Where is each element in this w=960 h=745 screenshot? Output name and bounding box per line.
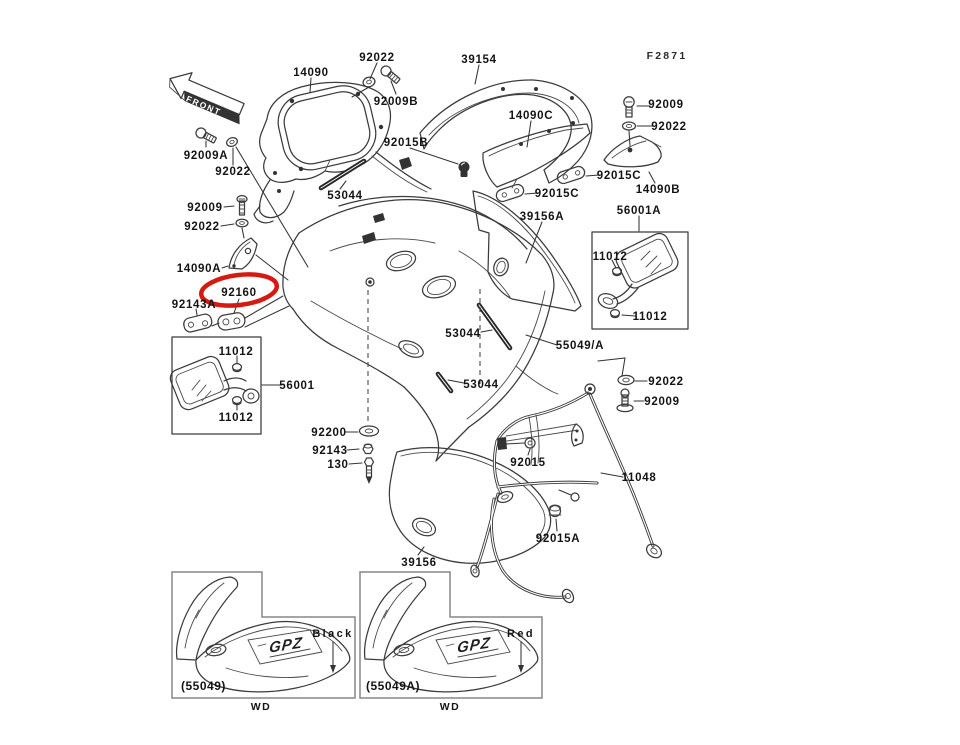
inner-cover-drawing bbox=[482, 121, 591, 189]
variant-box-black bbox=[171, 571, 356, 699]
highlight-ellipse bbox=[198, 272, 280, 308]
main-cowling-drawing bbox=[282, 151, 559, 462]
part-label-92022: 92022 bbox=[184, 221, 220, 233]
part-label-11012: 11012 bbox=[218, 346, 254, 358]
side-panel-a-drawing bbox=[472, 190, 582, 312]
grommet-11012-right-bottom bbox=[609, 308, 621, 319]
color-arrows bbox=[330, 641, 524, 673]
part-label-92009: 92009 bbox=[648, 99, 684, 111]
part-label-14090a: 14090A bbox=[176, 263, 222, 275]
part-label-92015: 92015 bbox=[510, 457, 546, 469]
part-label-92143a: 92143A bbox=[171, 299, 217, 311]
part-label-92022: 92022 bbox=[215, 166, 251, 178]
leader-lines bbox=[195, 62, 656, 556]
part-label-92022: 92022 bbox=[359, 52, 395, 64]
part-label-14090: 14090 bbox=[293, 67, 329, 79]
figure-code: F2871 bbox=[646, 50, 688, 62]
windshield-drawing bbox=[419, 79, 593, 184]
grommet-11012-left-top bbox=[231, 362, 243, 373]
part-label-14090b: 14090B bbox=[635, 184, 681, 196]
grommet-11012-left-bottom bbox=[231, 395, 243, 406]
part-label-92015a: 92015A bbox=[535, 533, 581, 545]
variant-part-number-black: (55049) bbox=[181, 679, 226, 693]
part-label-11012: 11012 bbox=[592, 251, 628, 263]
damper-92160-drawing bbox=[217, 312, 246, 331]
fasteners-drawing bbox=[195, 65, 637, 484]
part-label-92015b: 92015B bbox=[383, 137, 429, 149]
part-label-92022: 92022 bbox=[651, 121, 687, 133]
front-arrow: FRONT bbox=[169, 72, 245, 125]
part-label-56001: 56001 bbox=[279, 380, 315, 392]
part-label-53044: 53044 bbox=[463, 379, 499, 391]
part-label-53044: 53044 bbox=[445, 328, 481, 340]
part-label-11048: 11048 bbox=[621, 472, 657, 484]
part-label-55049a: 55049/A bbox=[555, 340, 605, 352]
part-label-39154: 39154 bbox=[461, 54, 497, 66]
mirror-right-drawing bbox=[591, 231, 689, 330]
variant-color-black: Black bbox=[312, 628, 354, 640]
part-label-130: 130 bbox=[327, 459, 349, 471]
part-label-39156: 39156 bbox=[401, 557, 437, 569]
part-label-92200: 92200 bbox=[311, 427, 347, 439]
variant-footer-black: WD bbox=[250, 701, 272, 713]
part-label-92015c: 92015C bbox=[534, 188, 580, 200]
dashed-lines bbox=[367, 289, 481, 424]
part-label-92009: 92009 bbox=[187, 202, 223, 214]
part-label-92022: 92022 bbox=[648, 376, 684, 388]
stay-bracket-drawing bbox=[470, 383, 663, 604]
variant-color-red: Red bbox=[507, 628, 535, 640]
grommet-11012-right-top bbox=[611, 266, 623, 277]
part-label-39156a: 39156A bbox=[519, 211, 565, 223]
bracket-92143A-drawing bbox=[183, 313, 213, 333]
headlamp-cowling-drawing bbox=[253, 81, 392, 224]
part-label-56001a: 56001A bbox=[616, 205, 662, 217]
meter-cover-drawing bbox=[603, 135, 662, 168]
variant-box-red bbox=[359, 571, 543, 699]
part-label-11012: 11012 bbox=[632, 311, 668, 323]
part-label-92143: 92143 bbox=[312, 445, 348, 457]
part-label-92160: 92160 bbox=[221, 287, 257, 299]
part-label-92009: 92009 bbox=[644, 396, 680, 408]
variant-footer-red: WD bbox=[439, 701, 461, 713]
part-label-92009b: 92009B bbox=[373, 96, 419, 108]
part-label-14090c: 14090C bbox=[508, 110, 554, 122]
part-label-53044: 53044 bbox=[327, 190, 363, 202]
part-label-11012: 11012 bbox=[218, 412, 254, 424]
part-label-92015c: 92015C bbox=[596, 170, 642, 182]
variant-part-number-red: (55049A) bbox=[366, 679, 421, 693]
mirror-left-drawing bbox=[169, 336, 262, 435]
bracket-14090A-drawing bbox=[228, 237, 258, 270]
trim-strips-drawing bbox=[318, 158, 513, 394]
part-label-92009a: 92009A bbox=[183, 150, 229, 162]
